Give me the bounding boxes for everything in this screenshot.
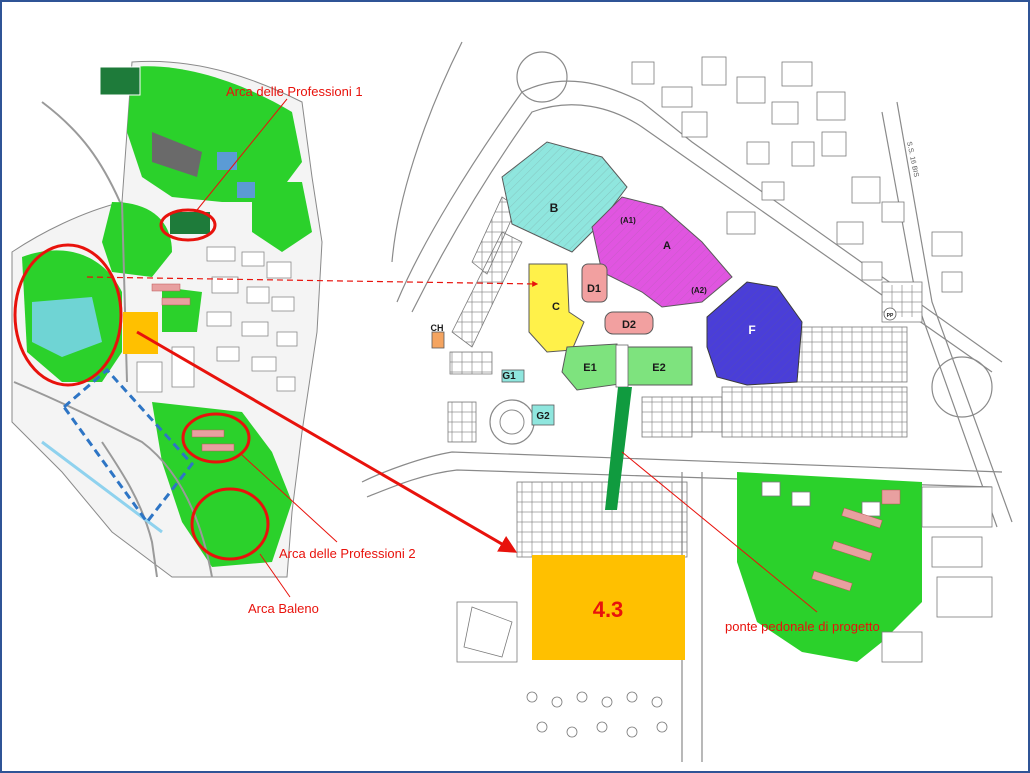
label-arca-professioni-1: Arca delle Professioni 1 [226,84,363,99]
building-d2 [604,311,654,335]
label-ponte-pedonale: ponte pedonale di progetto [725,619,880,634]
label-building-d1: D1 [587,283,601,295]
dashed-connector-arrow [86,276,539,287]
label-arca-baleno: Arca Baleno [248,601,319,616]
label-building-e2: E2 [652,362,665,374]
label-building-e1: E1 [583,362,596,374]
circle-arca-baleno [190,487,270,561]
pedestrian-bridge [605,387,632,510]
circle-arca-professioni-2 [181,412,251,464]
building-e1 [561,343,621,391]
right-site-plan: 4.3 B A (A1) (A2) C D1 D2 F E1 E2 G1 G2 … [361,41,1013,762]
label-building-ch: CH [431,323,444,333]
leader-professioni-2 [241,454,338,543]
label-building-a1: (A1) [620,216,636,225]
circle-arca-professioni-1 [159,208,217,242]
label-building-a: A [663,240,671,252]
leader-baleno [259,553,291,598]
label-building-g2: G2 [536,411,550,422]
building-c [528,263,585,353]
label-building-b: B [550,201,559,215]
label-building-c: C [552,301,560,313]
building-d1 [581,263,608,303]
label-building-g1: G1 [502,371,516,382]
building-ch [431,331,445,349]
label-building-a2: (A2) [691,286,707,295]
label-building-f: F [748,323,755,337]
dashed-area-outline [61,367,194,525]
label-pp: PP [887,313,894,319]
leader-ponte [621,451,818,613]
building-g1 [501,369,525,383]
lot-connector-arrow [136,330,518,553]
label-building-d2: D2 [622,319,636,331]
label-arca-professioni-2: Arca delle Professioni 2 [279,546,416,561]
building-g2 [531,404,555,426]
circle-main-site [13,243,123,387]
leader-professioni-1 [196,98,288,211]
lot-4-3 [532,555,685,660]
lot-4-3-label: 4.3 [593,597,624,622]
building-e2 [626,346,693,386]
left-context-map [11,60,338,598]
